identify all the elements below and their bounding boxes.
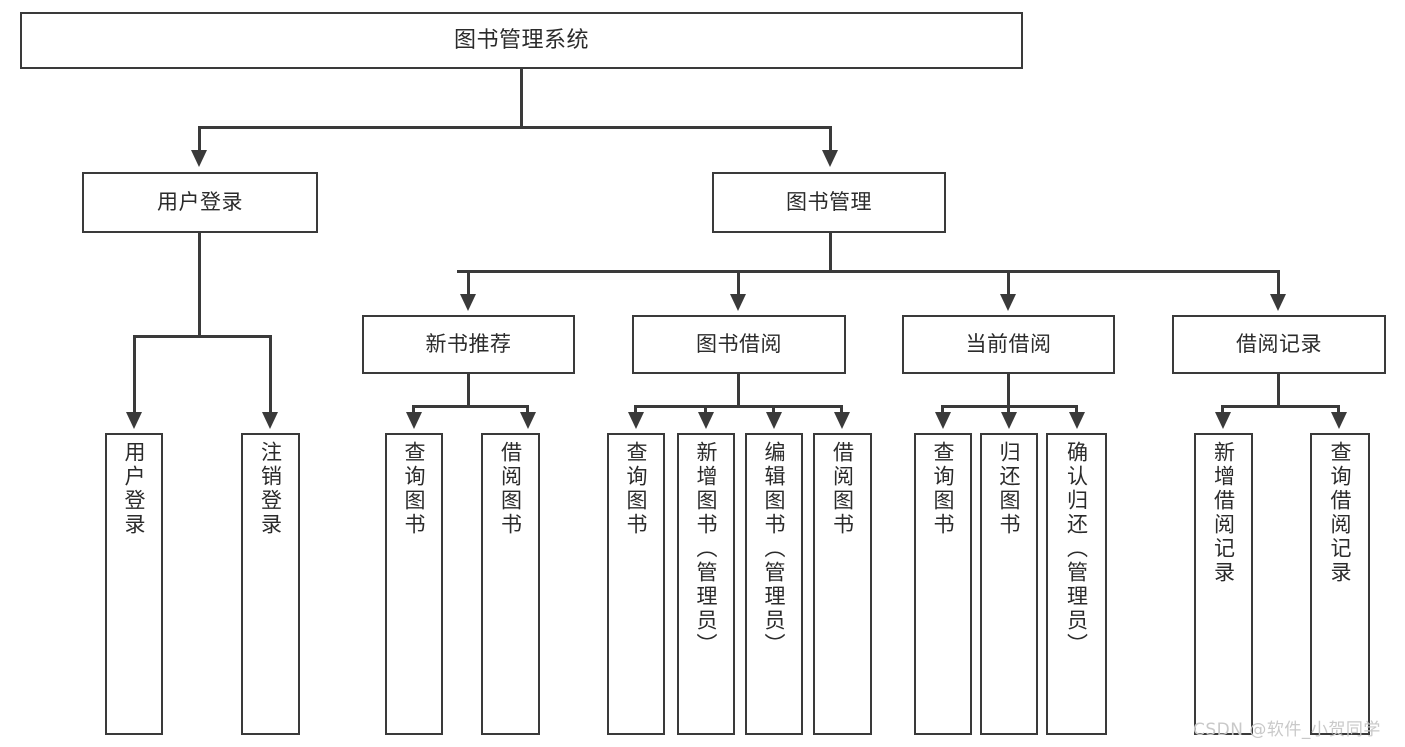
node-root[interactable]: 图书管理系统 — [20, 12, 1023, 69]
node-user-login-label: 用户登录 — [157, 190, 243, 215]
node-current-borrow-label: 当前借阅 — [965, 332, 1052, 357]
node-user-login[interactable]: 用户登录 — [82, 172, 318, 233]
node-new-book-recommend-label: 新书推荐 — [425, 332, 512, 357]
leaf-query-book-3-label: 查询图书 — [931, 441, 956, 537]
leaf-query-book-3[interactable]: 查询图书 — [914, 433, 972, 735]
edge-drop-new-book-recommend — [467, 270, 470, 296]
node-current-borrow[interactable]: 当前借阅 — [902, 315, 1115, 374]
edge-drop-leaf-borrow-book-2 — [840, 405, 843, 417]
node-new-book-recommend[interactable]: 新书推荐 — [362, 315, 575, 374]
edge-drop-leaf-query-book-2 — [634, 405, 637, 417]
arrow-leaf-borrow-book-1 — [520, 412, 536, 429]
edge-root-stem — [520, 69, 523, 126]
edge-book-management-stem — [829, 233, 832, 272]
edge-user-login-stem — [198, 233, 201, 335]
leaf-add-record[interactable]: 新增借阅记录 — [1194, 433, 1253, 735]
edge-drop-book-borrow — [737, 270, 740, 296]
edge-borrow-record-stem — [1277, 374, 1280, 407]
edge-drop-leaf-edit-book — [772, 405, 775, 417]
arrow-leaf-user-login — [126, 412, 142, 429]
leaf-borrow-book-2[interactable]: 借阅图书 — [813, 433, 872, 735]
leaf-user-login[interactable]: 用户登录 — [105, 433, 163, 735]
edge-drop-user-login — [198, 126, 201, 152]
arrow-leaf-borrow-book-2 — [834, 412, 850, 429]
leaf-borrow-book-2-label: 借阅图书 — [830, 441, 855, 537]
edge-new-book-recommend-stem — [467, 374, 470, 407]
edge-drop-leaf-query-book-3 — [941, 405, 944, 417]
arrow-leaf-query-book-1 — [406, 412, 422, 429]
edge-current-borrow-stem — [1007, 374, 1010, 407]
arrow-leaf-query-book-2 — [628, 412, 644, 429]
arrow-leaf-add-record — [1215, 412, 1231, 429]
leaf-add-book[interactable]: 新增图书（管理员） — [677, 433, 735, 735]
leaf-query-book-1[interactable]: 查询图书 — [385, 433, 443, 735]
leaf-confirm-return-label: 确认归还（管理员） — [1064, 441, 1089, 657]
edge-drop-leaf-logout-login — [269, 335, 272, 417]
edge-level2-bus — [198, 126, 832, 129]
leaf-return-book-label: 归还图书 — [997, 441, 1022, 537]
leaf-user-login-label: 用户登录 — [122, 441, 147, 537]
edge-drop-leaf-add-book — [704, 405, 707, 417]
leaf-borrow-book-1-label: 借阅图书 — [498, 441, 523, 537]
edge-drop-leaf-query-record — [1337, 405, 1340, 417]
arrow-user-login — [191, 150, 207, 167]
edge-new-book-recommend-bus — [412, 405, 529, 408]
node-borrow-record-label: 借阅记录 — [1236, 332, 1322, 357]
leaf-edit-book-label: 编辑图书（管理员） — [762, 441, 787, 657]
node-book-borrow[interactable]: 图书借阅 — [632, 315, 846, 374]
arrow-leaf-return-book — [1001, 412, 1017, 429]
csdn-watermark: CSDN @软件_小贺同学 — [1193, 720, 1381, 740]
edge-drop-leaf-borrow-book-1 — [526, 405, 529, 417]
leaf-query-record[interactable]: 查询借阅记录 — [1310, 433, 1370, 735]
arrow-current-borrow — [1000, 294, 1016, 311]
leaf-confirm-return[interactable]: 确认归还（管理员） — [1046, 433, 1107, 735]
arrow-leaf-query-book-3 — [935, 412, 951, 429]
leaf-add-book-label: 新增图书（管理员） — [694, 441, 719, 657]
node-book-management[interactable]: 图书管理 — [712, 172, 946, 233]
edge-drop-leaf-add-record — [1221, 405, 1224, 417]
leaf-query-record-label: 查询借阅记录 — [1328, 441, 1353, 585]
leaf-logout-login[interactable]: 注销登录 — [241, 433, 300, 735]
node-book-management-label: 图书管理 — [786, 190, 872, 215]
edge-drop-leaf-confirm-return — [1075, 405, 1078, 417]
edge-drop-leaf-user-login — [133, 335, 136, 417]
leaf-return-book[interactable]: 归还图书 — [980, 433, 1038, 735]
arrow-borrow-record — [1270, 294, 1286, 311]
arrow-leaf-query-record — [1331, 412, 1347, 429]
edge-drop-book-management — [829, 126, 832, 152]
leaf-edit-book[interactable]: 编辑图书（管理员） — [745, 433, 803, 735]
arrow-new-book-recommend — [460, 294, 476, 311]
arrow-leaf-edit-book — [766, 412, 782, 429]
leaf-query-book-2-label: 查询图书 — [624, 441, 649, 537]
edge-borrow-record-bus — [1221, 405, 1340, 408]
node-root-label: 图书管理系统 — [453, 27, 589, 53]
arrow-book-borrow — [730, 294, 746, 311]
arrow-leaf-logout-login — [262, 412, 278, 429]
edge-drop-current-borrow — [1007, 270, 1010, 296]
leaf-logout-login-label: 注销登录 — [258, 441, 283, 537]
arrow-book-management — [822, 150, 838, 167]
arrow-leaf-confirm-return — [1069, 412, 1085, 429]
arrow-leaf-add-book — [698, 412, 714, 429]
leaf-add-record-label: 新增借阅记录 — [1211, 441, 1236, 585]
edge-drop-leaf-query-book-1 — [412, 405, 415, 417]
edge-drop-leaf-return-book — [1007, 405, 1010, 417]
edge-drop-borrow-record — [1277, 270, 1280, 296]
leaf-query-book-2[interactable]: 查询图书 — [607, 433, 665, 735]
edge-book-borrow-stem — [737, 374, 740, 407]
leaf-query-book-1-label: 查询图书 — [402, 441, 427, 537]
edge-user-login-bus — [133, 335, 272, 338]
edge-book-borrow-bus — [634, 405, 842, 408]
edge-level3-bus — [457, 270, 1279, 273]
node-borrow-record[interactable]: 借阅记录 — [1172, 315, 1386, 374]
leaf-borrow-book-1[interactable]: 借阅图书 — [481, 433, 540, 735]
node-book-borrow-label: 图书借阅 — [696, 332, 782, 357]
